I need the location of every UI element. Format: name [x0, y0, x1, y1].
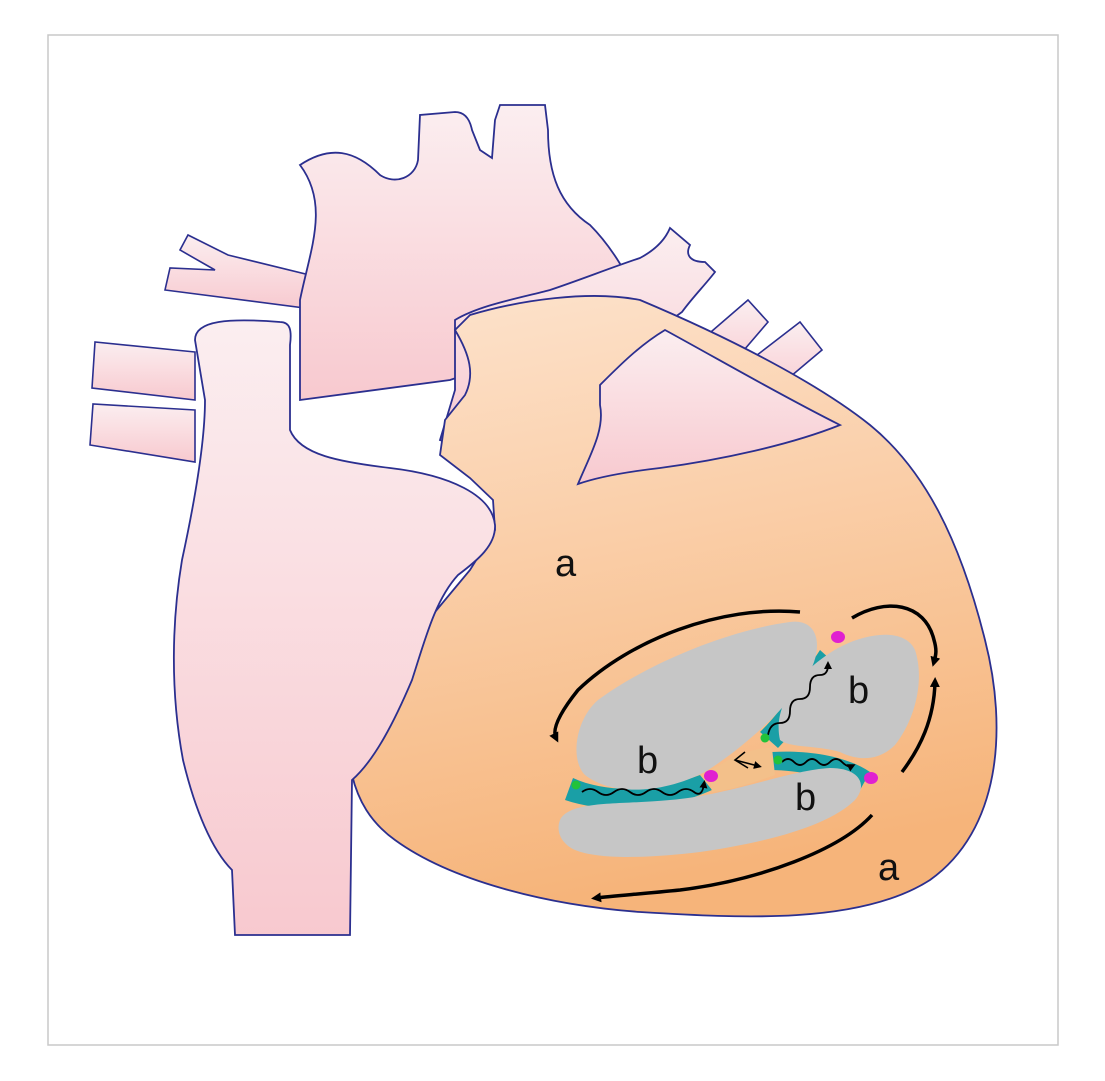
green-dot-left: [572, 781, 581, 790]
green-dot-center: [761, 734, 770, 743]
label-b-right: b: [848, 670, 869, 712]
label-a-lower: a: [878, 847, 900, 889]
label-b-left: b: [637, 740, 658, 782]
magenta-dot-right: [864, 772, 878, 784]
green-dot-right: [774, 756, 783, 765]
magenta-dot-center: [704, 770, 718, 782]
label-b-bottom: b: [795, 777, 816, 819]
magenta-dot-top: [831, 631, 845, 643]
label-a-upper: a: [555, 543, 577, 585]
